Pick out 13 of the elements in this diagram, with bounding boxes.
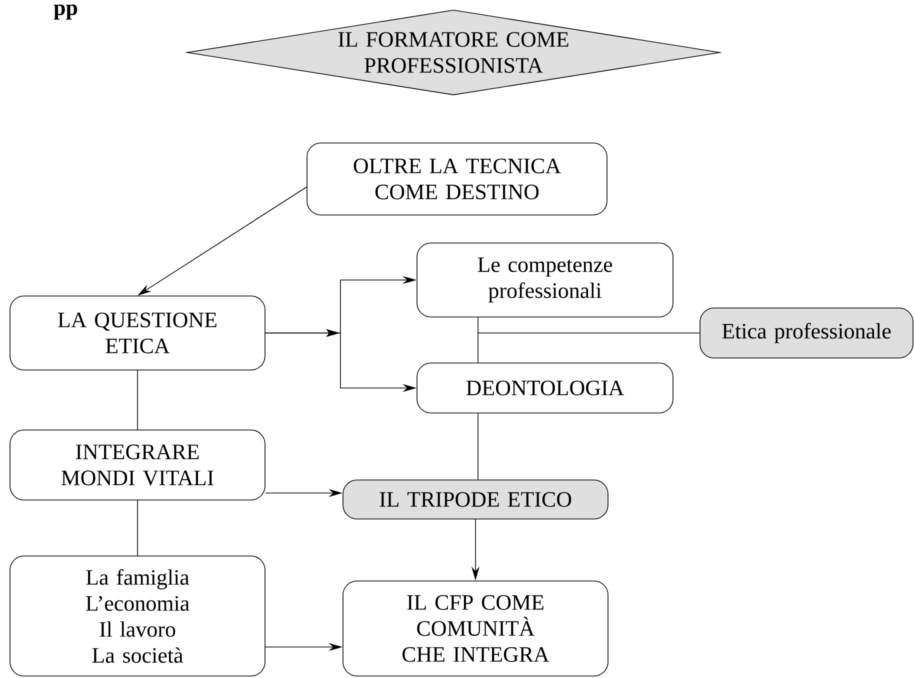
connector [137,370,138,430]
connector [137,500,138,556]
concept-box: IL CFP COME COMUNITÀ CHE INTEGRA [342,580,608,676]
concept-box: IL TRIPODE ETICO [342,480,608,520]
concept-box: OLTRE LA TECNICA COME DESTINO [306,142,608,216]
concept-box: Le competenze professionali [416,242,674,318]
concept-box: LA QUESTIONE ETICA [10,296,266,370]
concept-box: DEONTOLOGIA [416,362,674,414]
concept-box: Etica professionale [700,308,914,358]
concept-box: La famiglia L’economia Il lavoro La società [10,556,266,676]
connector [478,332,700,334]
heading-fragment: pp [54,4,78,20]
concept-box: INTEGRARE MONDI VITALI [10,430,266,500]
